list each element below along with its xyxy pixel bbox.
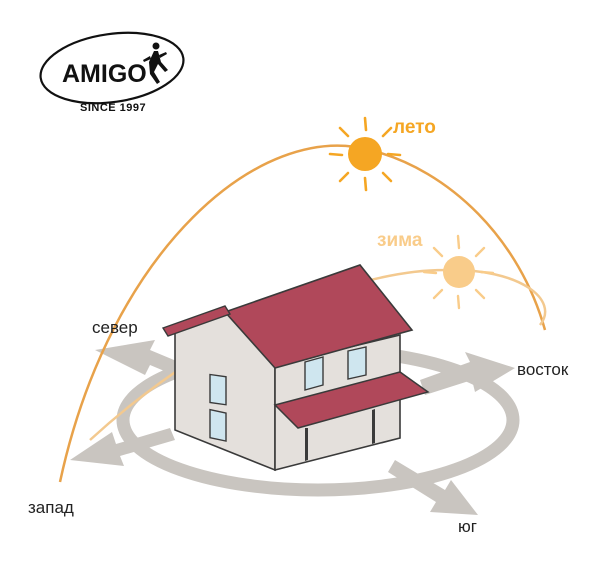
runner-icon [143, 42, 168, 84]
porch-post-left [305, 428, 308, 461]
amigo-logo: AMIGO SINCE 1997 [39, 31, 185, 114]
house [161, 264, 430, 472]
porch-roof [273, 371, 430, 429]
arrow-south [388, 460, 478, 515]
window-front-2 [347, 346, 367, 380]
summer-sun-path [58, 144, 547, 483]
logo-swoosh [39, 31, 185, 105]
logo-tagline: SINCE 1997 [80, 102, 146, 114]
house-roof [223, 264, 414, 369]
arrow-west [70, 428, 175, 466]
direction-west: запад [28, 498, 74, 517]
house-roof-edge [161, 305, 232, 337]
season-winter: зима [377, 230, 423, 251]
winter-sun-icon [422, 234, 495, 310]
direction-south: юг [458, 517, 477, 536]
logo-wordmark: AMIGO [62, 60, 147, 88]
window-left-lower [209, 408, 227, 442]
summer-sun-icon [328, 116, 402, 192]
porch-post-right [372, 409, 375, 444]
direction-north: север [92, 318, 138, 337]
direction-east: восток [517, 360, 569, 379]
window-front-1 [304, 356, 324, 391]
arrow-east [420, 352, 515, 395]
season-summer: лето [393, 117, 436, 138]
window-left-upper [209, 373, 227, 406]
